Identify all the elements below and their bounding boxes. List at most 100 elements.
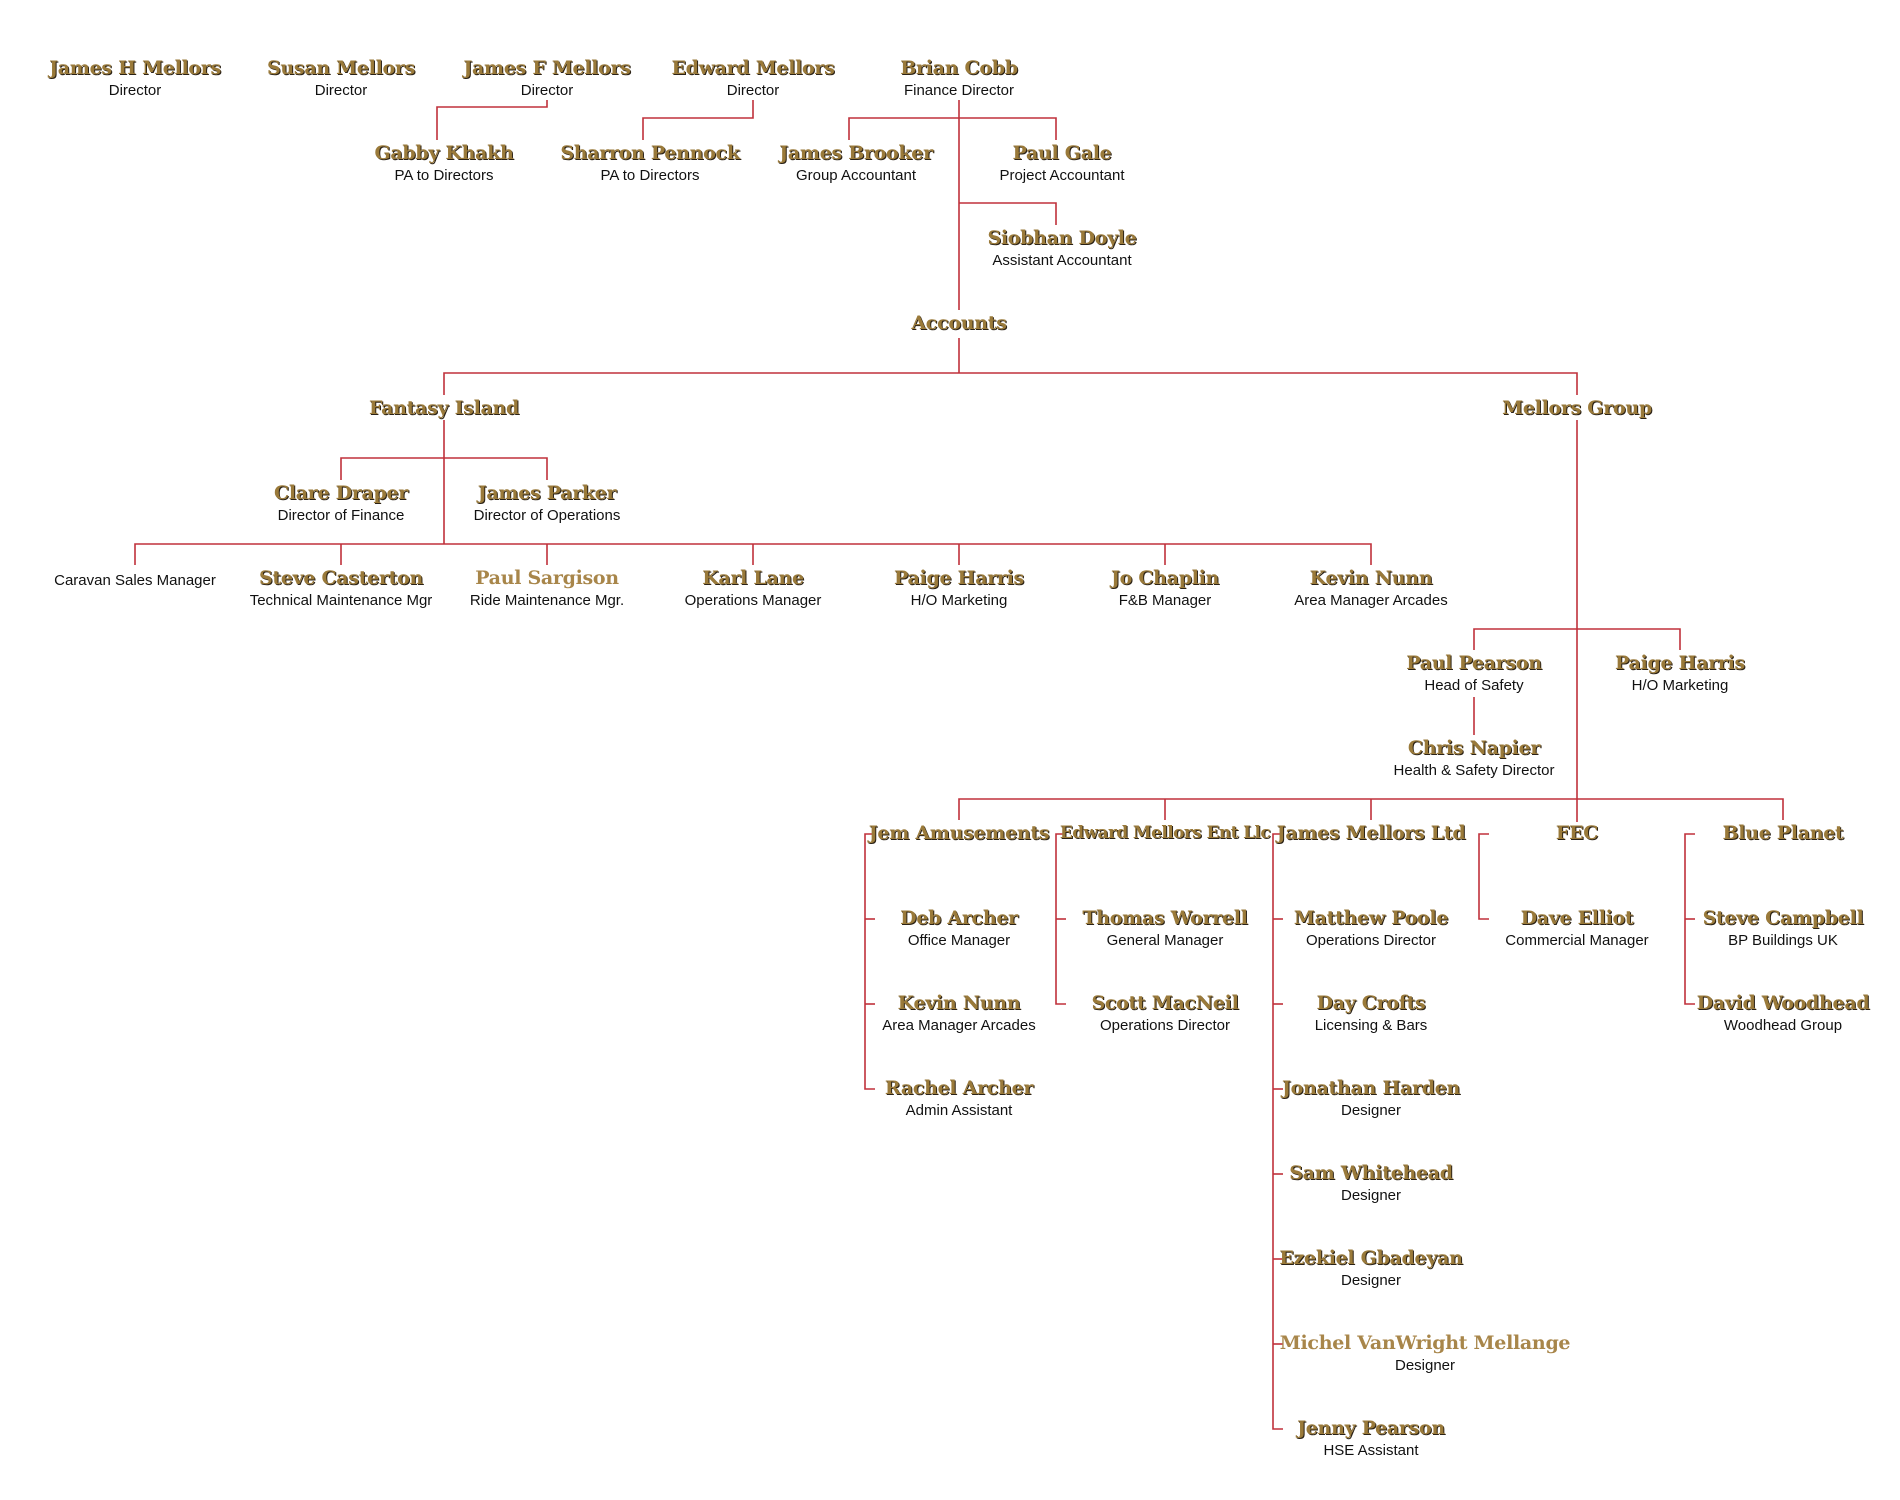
node-name: James Parker bbox=[477, 482, 617, 504]
node-jenny-pearson: Jenny Pearson HSE Assistant bbox=[1251, 1417, 1491, 1460]
node-title: Director bbox=[726, 82, 780, 99]
node-edward-mellors-ent: Edward Mellors Ent Llc bbox=[1045, 822, 1285, 845]
node-title: Finance Director bbox=[903, 82, 1015, 99]
node-name: Michel VanWright Mellange bbox=[1279, 1332, 1571, 1354]
node-title: Operations Director bbox=[1099, 1017, 1231, 1034]
node-title: Designer bbox=[1340, 1102, 1402, 1119]
connector-line bbox=[340, 457, 548, 480]
node-name: Paige Harris bbox=[894, 567, 1024, 589]
node-dave-elliot: Dave Elliot Commercial Manager bbox=[1457, 907, 1697, 950]
node-title: Director of Finance bbox=[277, 507, 405, 524]
node-title: Licensing & Bars bbox=[1314, 1017, 1428, 1034]
node-name: Deb Archer bbox=[900, 907, 1018, 929]
node-paige-harris-mg: Paige Harris H/O Marketing bbox=[1560, 652, 1800, 695]
node-name: Susan Mellors bbox=[266, 57, 415, 79]
node-name: Scott MacNeil bbox=[1091, 992, 1239, 1014]
node-name: Clare Draper bbox=[274, 482, 408, 504]
node-name: Dave Elliot bbox=[1520, 907, 1634, 929]
node-title: Project Accountant bbox=[999, 167, 1125, 184]
node-name: Steve Campbell bbox=[1702, 907, 1864, 929]
node-title: Woodhead Group bbox=[1723, 1017, 1843, 1034]
node-title: Director bbox=[108, 82, 162, 99]
node-david-woodhead: David Woodhead Woodhead Group bbox=[1663, 992, 1900, 1035]
node-matthew-poole: Matthew Poole Operations Director bbox=[1251, 907, 1491, 950]
node-paige-harris-fi: Paige Harris H/O Marketing bbox=[839, 567, 1079, 610]
node-mellors-group: Mellors Group bbox=[1457, 397, 1697, 420]
node-brian-cobb: Brian Cobb Finance Director bbox=[839, 57, 1079, 100]
node-name: Steve Casterton bbox=[258, 567, 424, 589]
connector-line bbox=[443, 372, 1578, 395]
node-title: BP Buildings UK bbox=[1728, 932, 1838, 949]
node-name: James Mellors Ltd bbox=[1276, 822, 1466, 844]
node-title: Director of Operations bbox=[473, 507, 621, 524]
node-steve-casterton: Steve Casterton Technical Maintenance Mg… bbox=[221, 567, 461, 610]
node-ezekiel-gbadeyan: Ezekiel Gbadeyan Designer bbox=[1251, 1247, 1491, 1290]
connector-line bbox=[436, 100, 548, 140]
node-gabby-khakh: Gabby Khakh PA to Directors bbox=[324, 142, 564, 185]
node-james-f-mellors: James F Mellors Director bbox=[427, 57, 667, 100]
node-name: Edward Mellors Ent Llc bbox=[1059, 823, 1271, 843]
node-title: Designer bbox=[1340, 1187, 1402, 1204]
node-name: David Woodhead bbox=[1696, 992, 1870, 1014]
node-name: Kevin Nunn bbox=[897, 992, 1021, 1014]
node-title: Director bbox=[314, 82, 368, 99]
node-title: Operations Director bbox=[1305, 932, 1437, 949]
node-rachel-archer: Rachel Archer Admin Assistant bbox=[839, 1077, 1079, 1120]
node-thomas-worrell: Thomas Worrell General Manager bbox=[1045, 907, 1285, 950]
node-paul-pearson: Paul Pearson Head of Safety bbox=[1354, 652, 1594, 695]
node-name: Edward Mellors bbox=[671, 57, 835, 79]
node-name: Jenny Pearson bbox=[1297, 1417, 1445, 1439]
node-title: Group Accountant bbox=[795, 167, 917, 184]
node-paul-sargison: Paul Sargison Ride Maintenance Mgr. bbox=[427, 567, 667, 610]
node-kevin-nunn-jem: Kevin Nunn Area Manager Arcades bbox=[839, 992, 1079, 1035]
node-title: Area Manager Arcades bbox=[882, 1017, 1036, 1034]
node-jonathan-harden: Jonathan Harden Designer bbox=[1251, 1077, 1491, 1120]
connector-line bbox=[1473, 628, 1681, 650]
node-deb-archer: Deb Archer Office Manager bbox=[839, 907, 1079, 950]
node-title: Commercial Manager bbox=[1505, 932, 1649, 949]
node-michel-vanwright-mellange: Michel VanWright Mellange Designer bbox=[1275, 1332, 1575, 1375]
node-fec: FEC bbox=[1457, 822, 1697, 845]
connector-line bbox=[959, 202, 1057, 225]
node-susan-mellors: Susan Mellors Director bbox=[221, 57, 461, 100]
node-sam-whitehead: Sam Whitehead Designer bbox=[1251, 1162, 1491, 1205]
node-title: Designer bbox=[1340, 1272, 1402, 1289]
node-title: H/O Marketing bbox=[1631, 677, 1729, 694]
node-fantasy-island: Fantasy Island bbox=[324, 397, 564, 420]
node-title: Director bbox=[520, 82, 574, 99]
node-name: Sam Whitehead bbox=[1289, 1162, 1453, 1184]
node-name: Kevin Nunn bbox=[1309, 567, 1433, 589]
node-name: Fantasy Island bbox=[368, 397, 520, 419]
node-title: Designer bbox=[1394, 1357, 1456, 1374]
node-name: Paige Harris bbox=[1615, 652, 1745, 674]
node-name: Brian Cobb bbox=[900, 57, 1018, 79]
node-title: Technical Maintenance Mgr bbox=[249, 592, 433, 609]
node-name: Blue Planet bbox=[1722, 822, 1844, 844]
node-name: Day Crofts bbox=[1316, 992, 1426, 1014]
node-title: H/O Marketing bbox=[910, 592, 1008, 609]
node-title: Admin Assistant bbox=[905, 1102, 1013, 1119]
node-name: Rachel Archer bbox=[884, 1077, 1034, 1099]
node-steve-campbell: Steve Campbell BP Buildings UK bbox=[1663, 907, 1900, 950]
node-title: Assistant Accountant bbox=[992, 252, 1132, 269]
node-day-crofts: Day Crofts Licensing & Bars bbox=[1251, 992, 1491, 1035]
node-title: Caravan Sales Manager bbox=[54, 572, 216, 589]
node-kevin-nunn-fi: Kevin Nunn Area Manager Arcades bbox=[1251, 567, 1491, 610]
node-accounts: Accounts bbox=[839, 312, 1079, 335]
node-name: Paul Pearson bbox=[1406, 652, 1542, 674]
node-paul-gale: Paul Gale Project Accountant bbox=[942, 142, 1182, 185]
node-title: PA to Directors bbox=[394, 167, 494, 184]
node-name: Chris Napier bbox=[1407, 737, 1541, 759]
connector-line bbox=[642, 100, 754, 140]
node-name: FEC bbox=[1555, 822, 1599, 844]
node-edward-mellors: Edward Mellors Director bbox=[633, 57, 873, 100]
connector-line bbox=[1272, 833, 1283, 1430]
node-siobhan-doyle: Siobhan Doyle Assistant Accountant bbox=[942, 227, 1182, 270]
node-title: Office Manager bbox=[907, 932, 1011, 949]
node-name: Ezekiel Gbadeyan bbox=[1279, 1247, 1463, 1269]
node-name: Siobhan Doyle bbox=[987, 227, 1137, 249]
node-james-brooker: James Brooker Group Accountant bbox=[736, 142, 976, 185]
node-name: Paul Gale bbox=[1012, 142, 1112, 164]
